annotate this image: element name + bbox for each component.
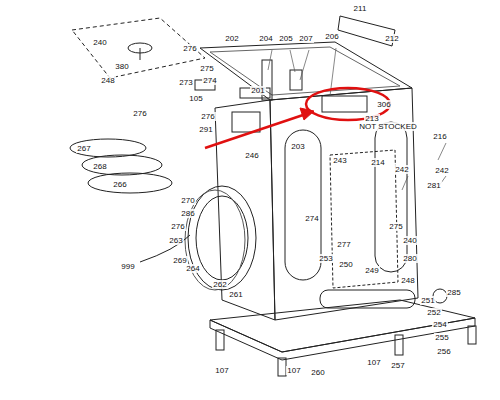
callout-number: 205 [278,34,293,43]
callout-number: 285 [446,288,461,297]
rear-panel [330,150,398,288]
callout-number: 252 [426,308,441,317]
callout-number: 212 [384,34,399,43]
pump [320,290,415,308]
side-cutout [285,130,321,280]
callout-number: 105 [188,94,203,103]
door-ring [188,186,256,290]
callout-number: 276 [182,44,197,53]
base-edge [210,318,475,360]
callout-number: 248 [100,76,115,85]
callout-number: 214 [370,158,385,167]
callout-number: 255 [434,333,449,342]
callout-number: 257 [390,361,405,370]
control-board [322,96,367,112]
hose [70,139,146,157]
callout-number: 206 [324,32,339,41]
callout-number: 276 [200,112,215,121]
callout-number: 240 [92,38,107,47]
callout-number: 107 [366,358,381,367]
top-stem [140,48,141,60]
callout-number: 250 [338,260,353,269]
callout-number: 291 [198,125,213,134]
hose [82,155,162,175]
callout-number: 267 [76,144,91,153]
callout-number: 203 [290,142,305,151]
callout-number: 216 [432,132,447,141]
callout-number: 202 [224,34,239,43]
callout-number: 274 [304,214,319,223]
cabinet-top-inner [210,47,400,95]
callout-number: 275 [388,222,403,231]
callout-number: 256 [436,347,451,356]
cabinet-top [200,42,412,100]
callout-number: 274 [202,76,217,85]
callout-number: 242 [394,165,409,174]
callout-number: 261 [228,290,243,299]
callout-number: 254 [432,320,447,329]
callout-number: 107 [286,366,301,375]
callout-number: 260 [310,368,325,377]
callout-number: 253 [318,254,333,263]
callout-number: 107 [214,366,229,375]
callout-number: 281 [426,181,441,190]
callout-number: 246 [244,151,259,160]
control-panel [232,112,260,132]
callout-number: 273 [178,78,193,87]
callout-number: 286 [180,209,195,218]
door-gasket [185,190,245,290]
callout-number: 280 [402,254,417,263]
callout-number: 276 [170,222,185,231]
callout-number: 306 [376,100,391,109]
side-cutout [375,122,407,272]
callout-number: 268 [92,162,107,171]
callout-number: 251 [420,296,435,305]
hose [88,173,172,193]
optional-top [72,18,205,78]
callout-number: 207 [298,34,313,43]
leveling-legs [216,326,476,376]
callout-number: 243 [332,156,347,165]
callout-number: 380 [114,62,129,71]
cabinet-side [270,88,418,320]
callout-number: 211 [353,4,368,13]
callout-number: 249 [364,266,379,275]
callout-number: 999 [120,262,135,271]
callout-number: 275 [199,64,214,73]
callout-number: 276 [132,109,147,118]
note: NOT STOCKED [358,122,418,131]
callout-number: 248 [400,276,415,285]
callout-number: 240 [402,236,417,245]
callout-number: 204 [258,34,273,43]
callout-number: 270 [180,196,195,205]
callout-number: 262 [212,280,227,289]
callout-number: 263 [168,236,183,245]
callout-number: 242 [434,166,449,175]
callout-number: 201 [250,86,265,95]
callout-number: 277 [336,240,351,249]
highlight-arrowhead [300,108,314,120]
callout-number: 266 [112,180,127,189]
callout-number: 264 [185,264,200,273]
